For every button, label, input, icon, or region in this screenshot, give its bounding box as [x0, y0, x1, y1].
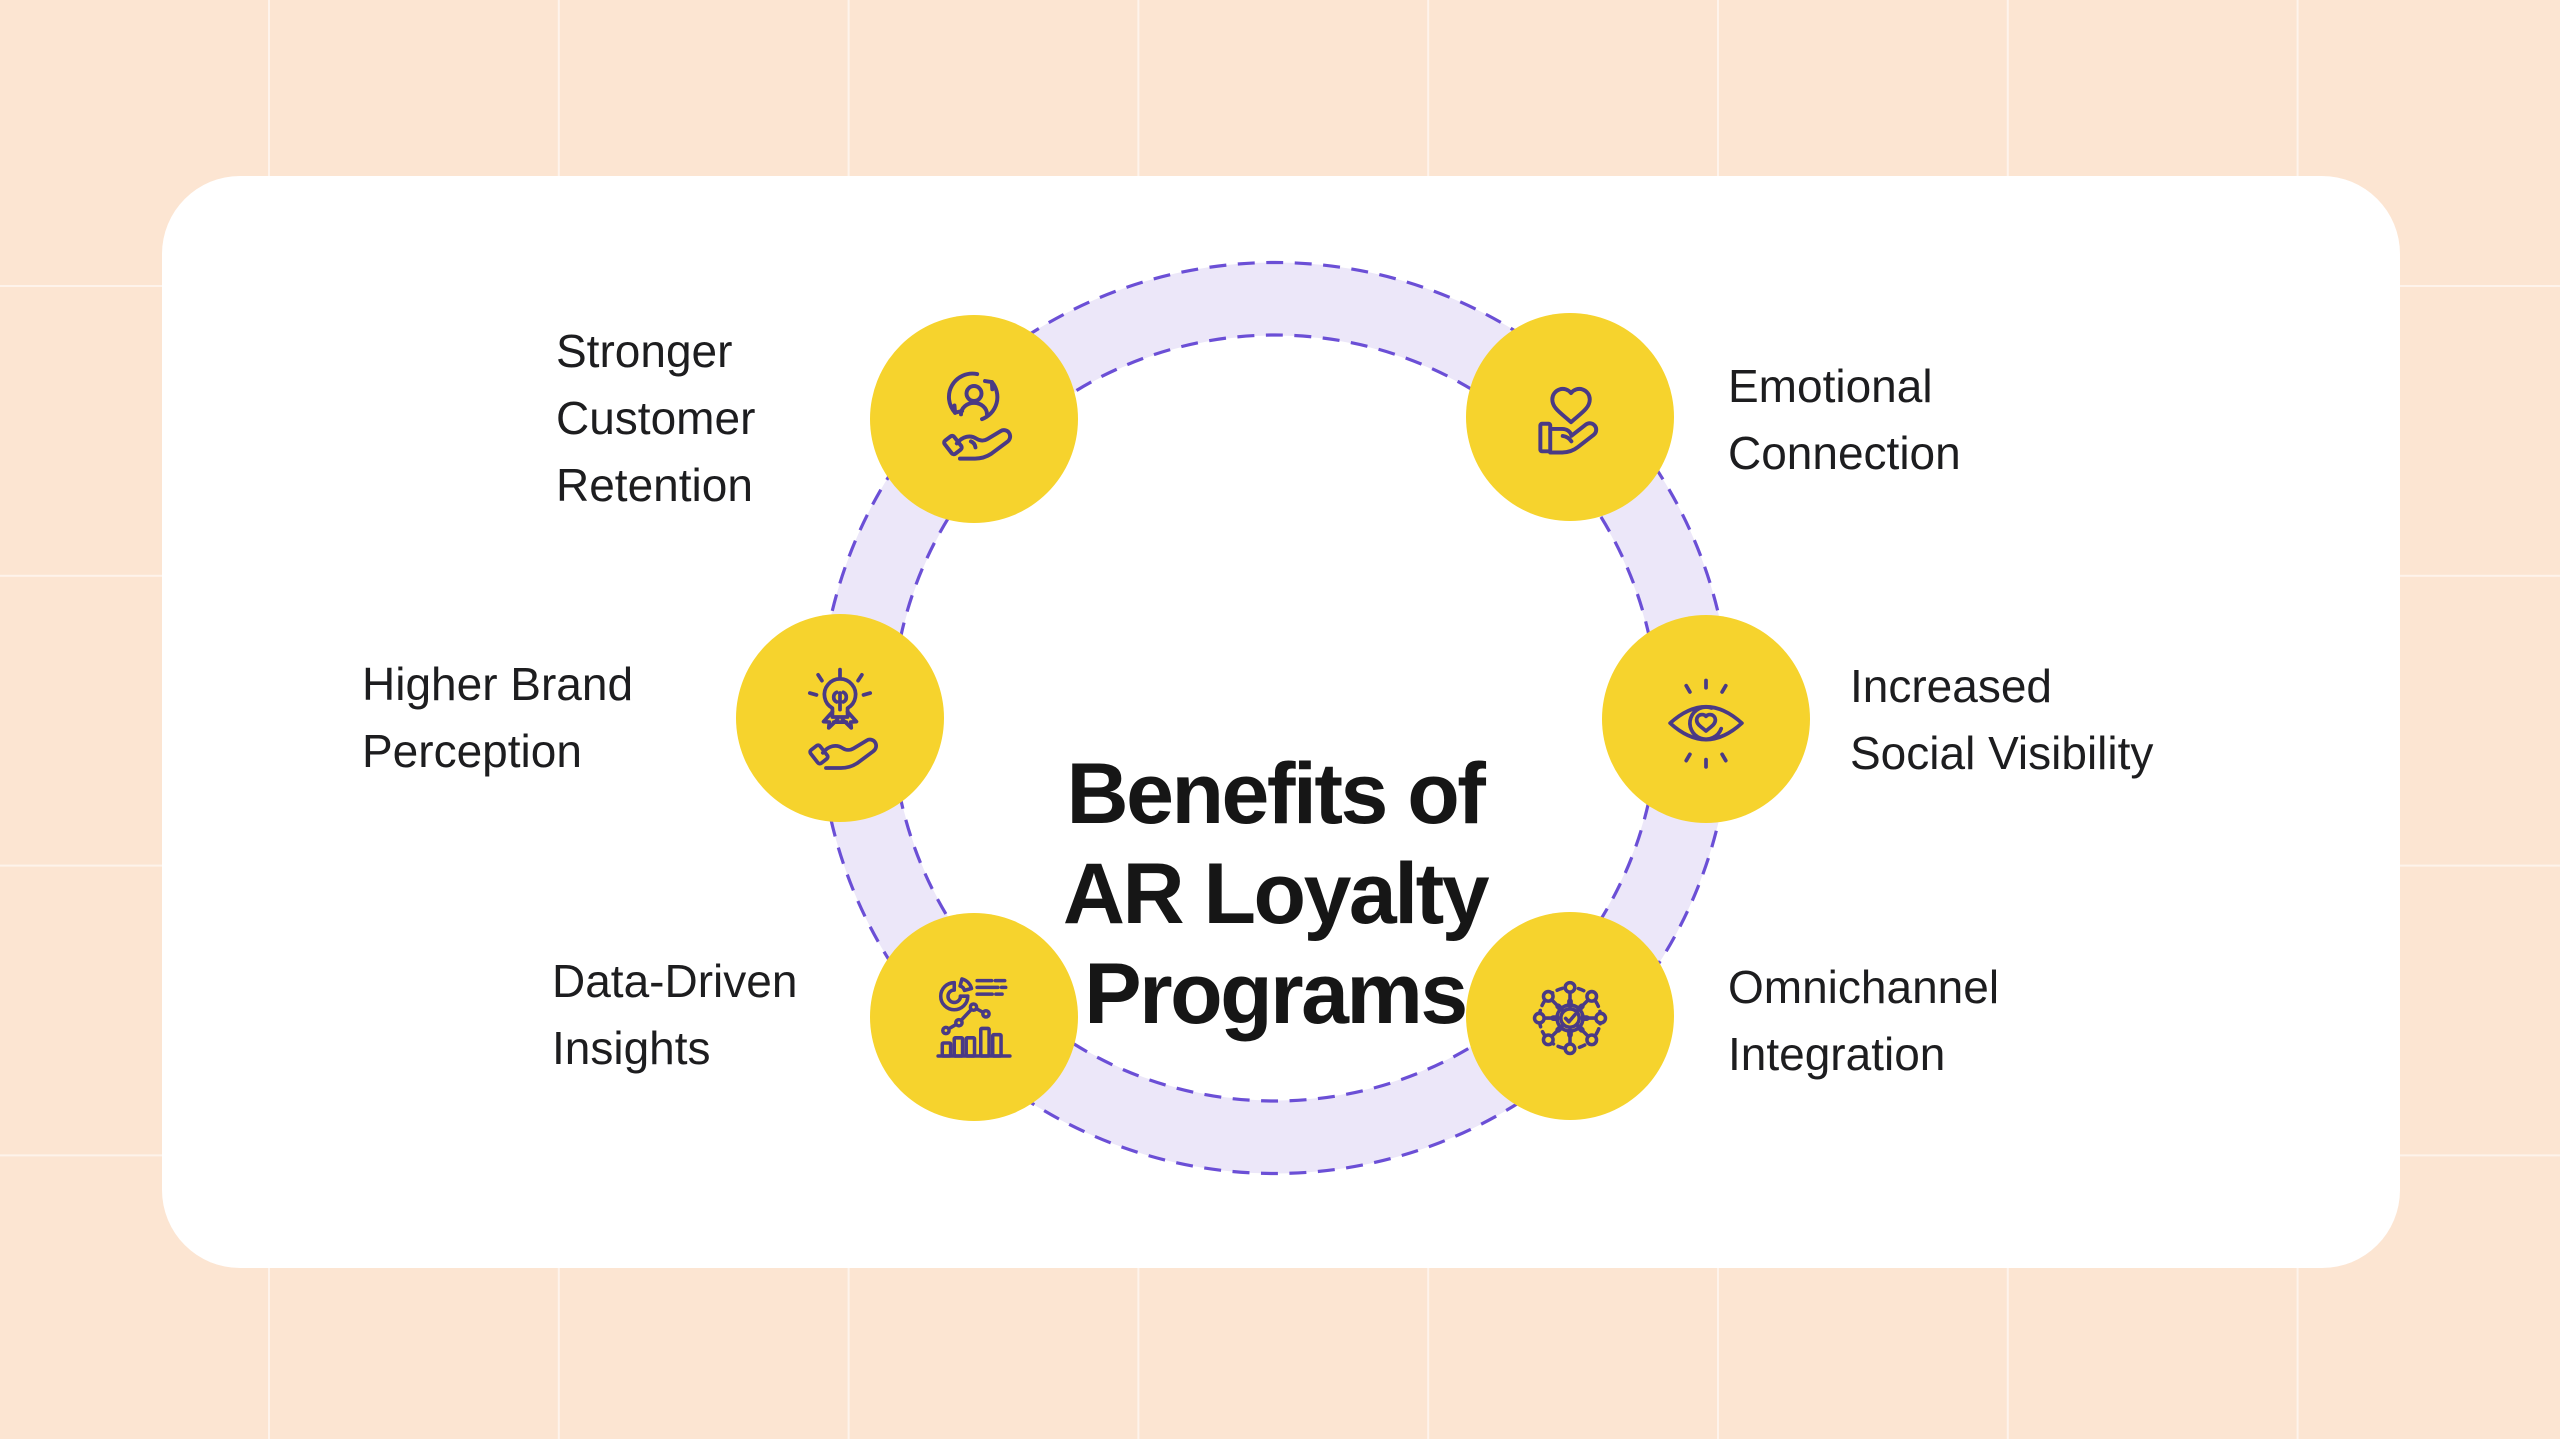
label-line: Insights: [552, 1022, 711, 1074]
benefit-label-increased-social-visibility: Increased Social Visibility: [1850, 653, 2153, 787]
benefit-label-emotional-connection: Emotional Connection: [1728, 353, 1961, 487]
label-line: Omnichannel: [1728, 961, 2000, 1013]
benefit-label-stronger-customer-retention: Stronger Customer Retention: [556, 318, 755, 519]
benefit-circle-omnichannel-integration: [1466, 912, 1674, 1120]
benefit-circle-higher-brand-perception: [736, 614, 944, 822]
heart-in-hand-icon: [1538, 386, 1599, 455]
benefit-label-higher-brand-perception: Higher Brand Perception: [362, 651, 633, 785]
title-line: Benefits of: [1066, 746, 1486, 842]
benefit-label-data-driven-insights: Data-Driven Insights: [552, 948, 797, 1082]
label-line: Retention: [556, 459, 753, 511]
customer-retention-cycle-hand-icon: [942, 371, 1013, 461]
content-card: Benefits of AR Loyalty Programs: [162, 176, 2400, 1268]
label-line: Stronger: [556, 325, 733, 377]
title-line: Programs: [1084, 946, 1468, 1042]
label-line: Integration: [1728, 1028, 1946, 1080]
label-line: Connection: [1728, 427, 1961, 479]
label-line: Perception: [362, 725, 582, 777]
benefit-circle-increased-social-visibility: [1602, 615, 1810, 823]
benefit-label-omnichannel-integration: Omnichannel Integration: [1728, 954, 1999, 1088]
label-line: Increased: [1850, 660, 2053, 712]
network-gear-check-icon: [1532, 980, 1608, 1056]
eye-with-heart-icon: [1668, 678, 1744, 769]
label-line: Social Visibility: [1850, 727, 2154, 779]
title-line: AR Loyalty: [1062, 846, 1490, 942]
benefit-circle-data-driven-insights: [870, 913, 1078, 1121]
label-line: Higher Brand: [362, 658, 634, 710]
label-line: Data-Driven: [552, 955, 798, 1007]
benefit-circle-stronger-customer-retention: [870, 315, 1078, 523]
diagram-title: Benefits of AR Loyalty Programs: [1062, 744, 1490, 1044]
label-line: Emotional: [1728, 360, 1933, 412]
benefit-circle-emotional-connection: [1466, 313, 1674, 521]
label-line: Customer: [556, 392, 756, 444]
analytics-charts-icon: [936, 977, 1012, 1058]
lightbulb-in-hand-icon: [807, 667, 878, 770]
